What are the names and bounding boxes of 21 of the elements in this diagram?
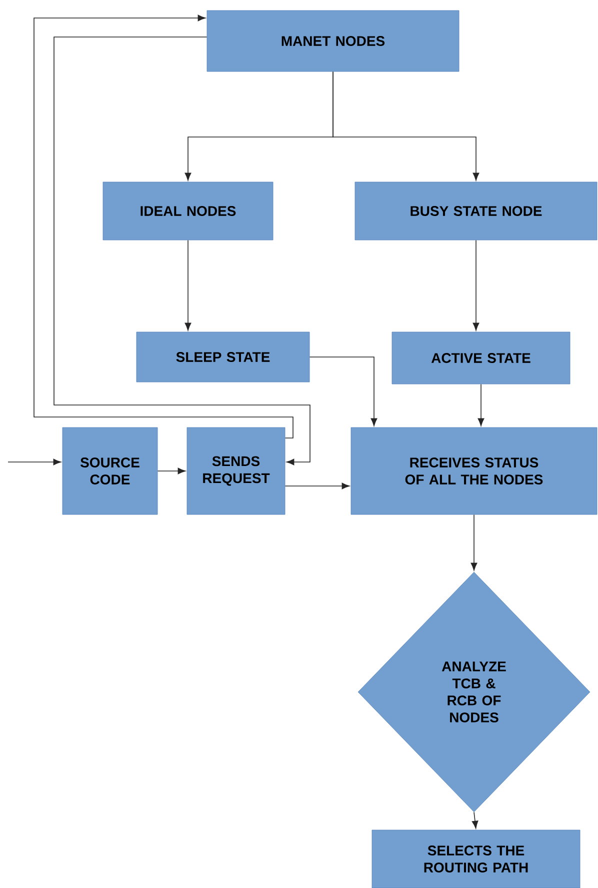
arrow: [309, 356, 378, 426]
arrow: [157, 468, 186, 474]
process-box: SLEEP STATE: [136, 332, 310, 382]
process-box: SELECTS THE ROUTING PATH: [372, 830, 580, 888]
process-box: IDEAL NODES: [102, 182, 274, 240]
process-box: RECEIVES STATUS OF ALL THE NODES: [350, 427, 598, 515]
arrow: [472, 812, 478, 829]
arrow: [284, 482, 350, 490]
process-box: ACTIVE STATE: [392, 332, 570, 384]
arrow: [184, 240, 192, 331]
arrow: [54, 36, 310, 466]
arrow: [472, 240, 480, 331]
arrow: [34, 14, 294, 438]
arrow: [332, 71, 480, 181]
arrow: [478, 384, 484, 426]
process-box: SOURCE CODE: [62, 427, 158, 515]
arrow: [470, 514, 478, 571]
process-box: MANET NODES: [206, 10, 460, 72]
process-box: BUSY STATE NODE: [354, 182, 598, 240]
arrow: [8, 458, 62, 466]
process-box: SENDS REQUEST: [186, 427, 286, 515]
